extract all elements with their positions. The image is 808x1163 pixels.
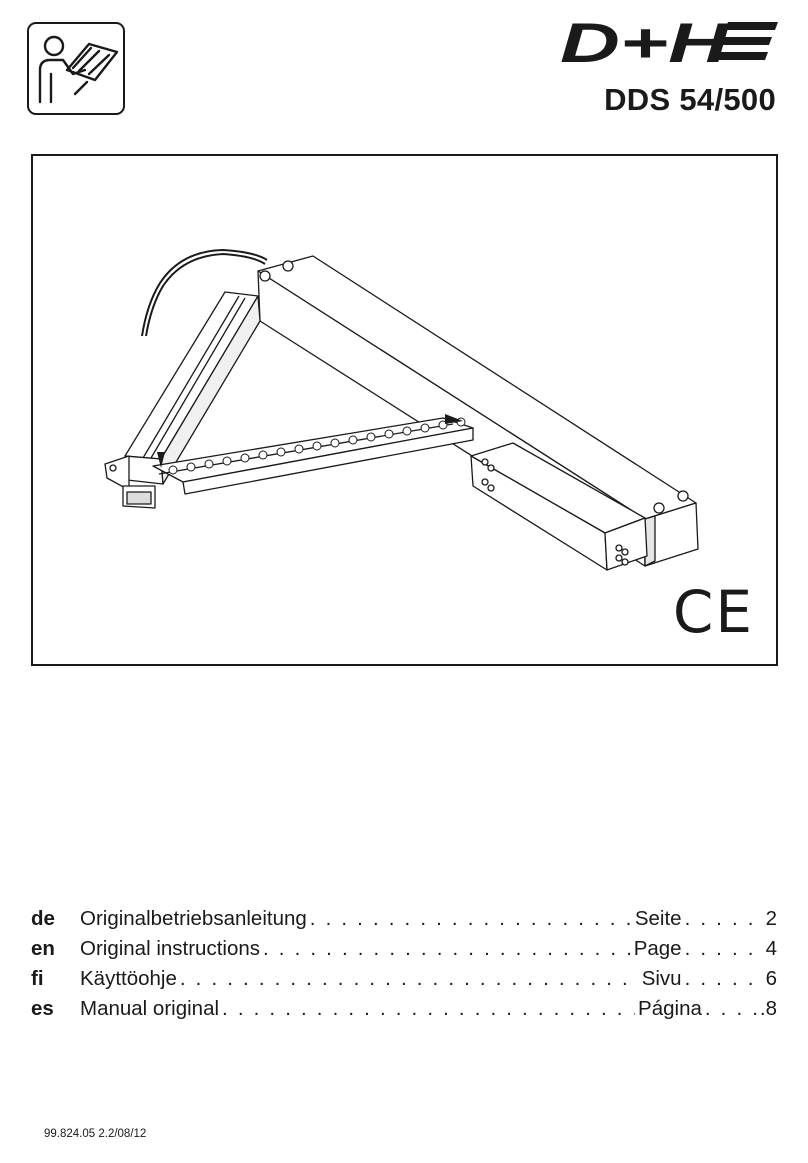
brand-logo: D+H — [560, 11, 780, 74]
product-illustration — [104, 249, 699, 571]
toc-leader-dots — [263, 934, 631, 964]
toc-page-label: Seite — [634, 907, 682, 930]
toc-lang: de — [31, 907, 55, 930]
toc-page-number: .8 — [759, 997, 777, 1020]
toc-leader-dots — [685, 964, 763, 994]
toc-leader-dots — [685, 934, 763, 964]
toc-row-en[interactable]: en Original instructions Page 4 — [31, 934, 777, 964]
toc-page-number: 2 — [765, 907, 777, 930]
toc-page-label: Página — [638, 997, 702, 1020]
toc-title: Käyttöohje — [80, 967, 177, 990]
toc-row-fi[interactable]: fi Käyttöohje Sivu 6 — [31, 964, 777, 994]
brand-logo-text: D+H — [560, 16, 730, 68]
toc-page-label: Page — [633, 937, 682, 960]
toc-page-label: Sivu — [641, 967, 682, 990]
read-manual-icon — [27, 22, 125, 115]
toc-leader-dots — [705, 994, 757, 1024]
toc-title: Original instructions — [80, 937, 261, 960]
toc-leader-dots — [310, 904, 632, 934]
toc-page-number: 6 — [765, 967, 777, 990]
model-title: DDS 54/500 — [604, 82, 776, 117]
toc-page-number: 4 — [765, 937, 777, 960]
document-number: 99.824.05 2.2/08/12 — [44, 1128, 147, 1140]
toc-title: Manual original — [80, 997, 220, 1020]
toc-leader-dots — [180, 964, 639, 994]
toc-lang: fi — [31, 967, 44, 990]
figure-frame: CE — [31, 154, 778, 666]
toc-title: Originalbetriebsanleitung — [80, 907, 307, 930]
toc-row-de[interactable]: de Originalbetriebsanleitung Seite 2 — [31, 904, 777, 934]
toc-lang: en — [31, 937, 55, 960]
toc-lang: es — [31, 997, 54, 1020]
toc-leader-dots — [222, 994, 635, 1024]
toc-leader-dots — [685, 904, 763, 934]
table-of-contents: de Originalbetriebsanleitung Seite 2 en … — [31, 904, 777, 1024]
ce-mark: CE — [672, 578, 754, 646]
toc-row-es[interactable]: es Manual original Página .8 — [31, 994, 777, 1024]
